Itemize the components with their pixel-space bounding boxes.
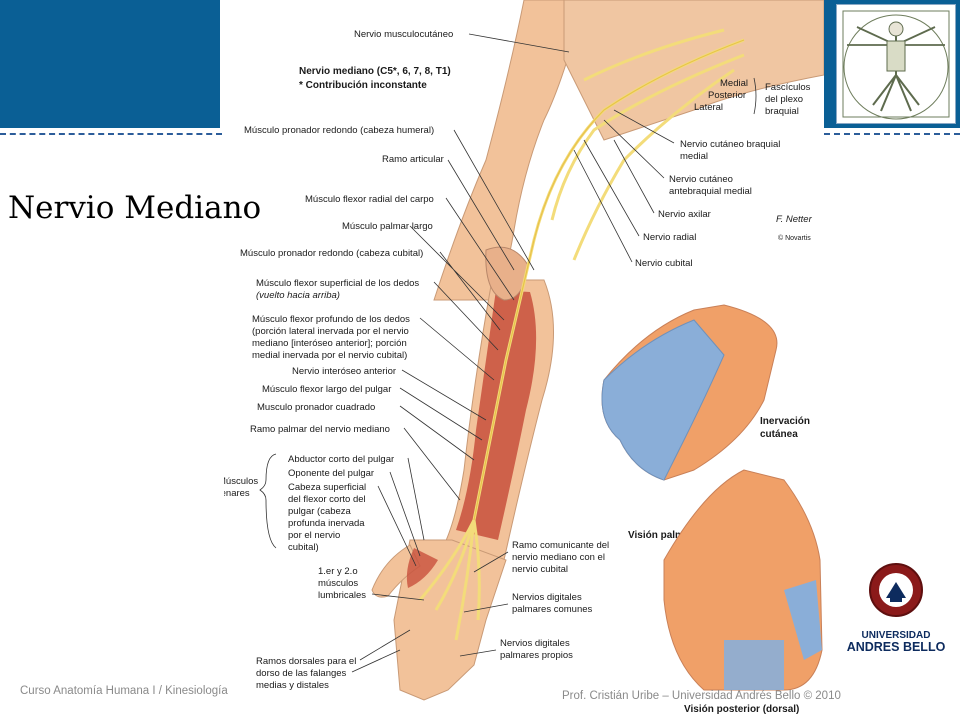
university-name-line2: ANDRES BELLO bbox=[846, 640, 946, 654]
dashed-divider-right bbox=[824, 133, 960, 135]
label-cutaneo-braquial-2: medial bbox=[680, 151, 708, 162]
label-ramo-comunicante-1: Ramo comunicante del bbox=[512, 540, 609, 551]
label-cutaneo-braquial-1: Nervio cutáneo braquial bbox=[680, 139, 780, 150]
label-cutaneo-antebraquial-1: Nervio cutáneo bbox=[669, 174, 733, 185]
label-flexor-profundo-3: mediano [interóseo anterior]; porción bbox=[252, 338, 407, 349]
header-nerve-text: Nervio mediano (C5*, 6, 7, 8, T1) bbox=[299, 66, 451, 77]
label-inervacion-1: Inervación bbox=[760, 416, 810, 427]
label-cabeza-3: pulgar (cabeza bbox=[288, 506, 352, 517]
label-flexor-superficial-2: (vuelto hacia arriba) bbox=[256, 290, 340, 301]
top-left-blue-block bbox=[0, 0, 220, 128]
label-musculos-tenares-2: tenares bbox=[224, 488, 250, 499]
label-ramo-comunicante-2: nervio mediano con el bbox=[512, 552, 605, 563]
label-ramo-comunicante-3: nervio cubital bbox=[512, 564, 568, 575]
label-flexor-largo-pulgar: Músculo flexor largo del pulgar bbox=[262, 384, 391, 395]
vitruvian-man-logo bbox=[836, 4, 956, 124]
shoulder-plexus-area bbox=[563, 0, 824, 141]
median-nerve-illustration: Nervio mediano (C5*, 6, 7, 8, T1) * Cont… bbox=[224, 0, 824, 720]
label-lumbricales-3: lumbricales bbox=[318, 590, 366, 601]
label-posterior: Posterior bbox=[708, 90, 746, 101]
label-fasciculos-2: del plexo bbox=[765, 94, 803, 105]
header-note-text: * Contribución inconstante bbox=[299, 80, 427, 91]
label-cabeza-6: cubital) bbox=[288, 542, 319, 553]
label-ramos-dorsales-1: Ramos dorsales para el bbox=[256, 656, 356, 667]
palmar-view-hand bbox=[601, 304, 778, 481]
dashed-divider-left bbox=[0, 133, 222, 135]
label-musculocutaneo: Nervio musculocutáneo bbox=[354, 29, 453, 40]
netter-signature: F. Netter bbox=[776, 214, 813, 225]
label-abductor-corto: Abductor corto del pulgar bbox=[288, 454, 394, 465]
university-name-line1: UNIVERSIDAD bbox=[861, 630, 931, 641]
label-inervacion-2: cutánea bbox=[760, 429, 798, 440]
label-digitales-comunes-2: palmares comunes bbox=[512, 604, 593, 615]
label-cabeza-5: por el nervio bbox=[288, 530, 340, 541]
label-musculos-tenares-1: Músculos bbox=[224, 476, 258, 487]
label-vision-palmar: Visión palmar bbox=[628, 530, 694, 541]
slide-title: Nervio Mediano bbox=[8, 190, 262, 226]
label-flexor-radial: Músculo flexor radial del carpo bbox=[305, 194, 434, 205]
thumb bbox=[371, 544, 421, 598]
university-seal bbox=[846, 558, 946, 662]
novartis-credit: © Novartis bbox=[778, 234, 811, 242]
label-nervio-radial: Nervio radial bbox=[643, 232, 696, 243]
label-ramos-dorsales-2: dorso de las falanges bbox=[256, 668, 347, 679]
label-oponente: Oponente del pulgar bbox=[288, 468, 374, 479]
label-interoseo-anterior: Nervio interóseo anterior bbox=[292, 366, 396, 377]
label-digitales-propios-1: Nervios digitales bbox=[500, 638, 570, 649]
thenar-muscles bbox=[406, 548, 438, 588]
label-ramo-palmar: Ramo palmar del nervio mediano bbox=[250, 424, 390, 435]
label-ramo-articular: Ramo articular bbox=[382, 154, 444, 165]
label-flexor-profundo-1: Músculo flexor profundo de los dedos bbox=[252, 314, 410, 325]
elbow-region bbox=[485, 246, 529, 301]
label-fasciculos-1: Fascículos bbox=[765, 82, 811, 93]
label-flexor-profundo-4: medial inervada por el nervio cubital) bbox=[252, 350, 407, 361]
label-ramos-dorsales-3: medias y distales bbox=[256, 680, 329, 691]
footer-course-text: Curso Anatomía Humana I / Kinesiología bbox=[20, 685, 228, 697]
label-digitales-comunes-1: Nervios digitales bbox=[512, 592, 582, 603]
label-palmar-largo: Músculo palmar largo bbox=[342, 221, 433, 232]
label-pronador-humeral: Músculo pronador redondo (cabeza humeral… bbox=[244, 125, 434, 136]
label-cutaneo-antebraquial-2: antebraquial medial bbox=[669, 186, 752, 197]
label-cabeza-2: del flexor corto del bbox=[288, 494, 366, 505]
label-flexor-profundo-2: (porción lateral inervada por el nervio bbox=[252, 326, 409, 337]
label-vision-posterior: Visión posterior (dorsal) bbox=[684, 704, 799, 715]
label-digitales-propios-2: palmares propios bbox=[500, 650, 573, 661]
label-nervio-cubital: Nervio cubital bbox=[635, 258, 693, 269]
label-fasciculos-3: braquial bbox=[765, 106, 799, 117]
label-lumbricales-1: 1.er y 2.o bbox=[318, 566, 358, 577]
label-nervio-axilar: Nervio axilar bbox=[658, 209, 711, 220]
label-medial: Medial bbox=[720, 78, 748, 89]
label-cabeza-4: profunda inervada bbox=[288, 518, 365, 529]
label-lumbricales-2: músculos bbox=[318, 578, 358, 589]
label-pronador-cubital: Músculo pronador redondo (cabeza cubital… bbox=[240, 248, 423, 259]
label-lateral: Lateral bbox=[694, 102, 723, 113]
dorsal-view-hand bbox=[663, 469, 823, 691]
label-cabeza-1: Cabeza superficial bbox=[288, 482, 366, 493]
label-flexor-superficial-1: Músculo flexor superficial de los dedos bbox=[256, 278, 419, 289]
label-pronador-cuadrado: Musculo pronador cuadrado bbox=[257, 402, 375, 413]
footer-author-text: Prof. Cristián Uribe – Universidad André… bbox=[562, 690, 841, 702]
